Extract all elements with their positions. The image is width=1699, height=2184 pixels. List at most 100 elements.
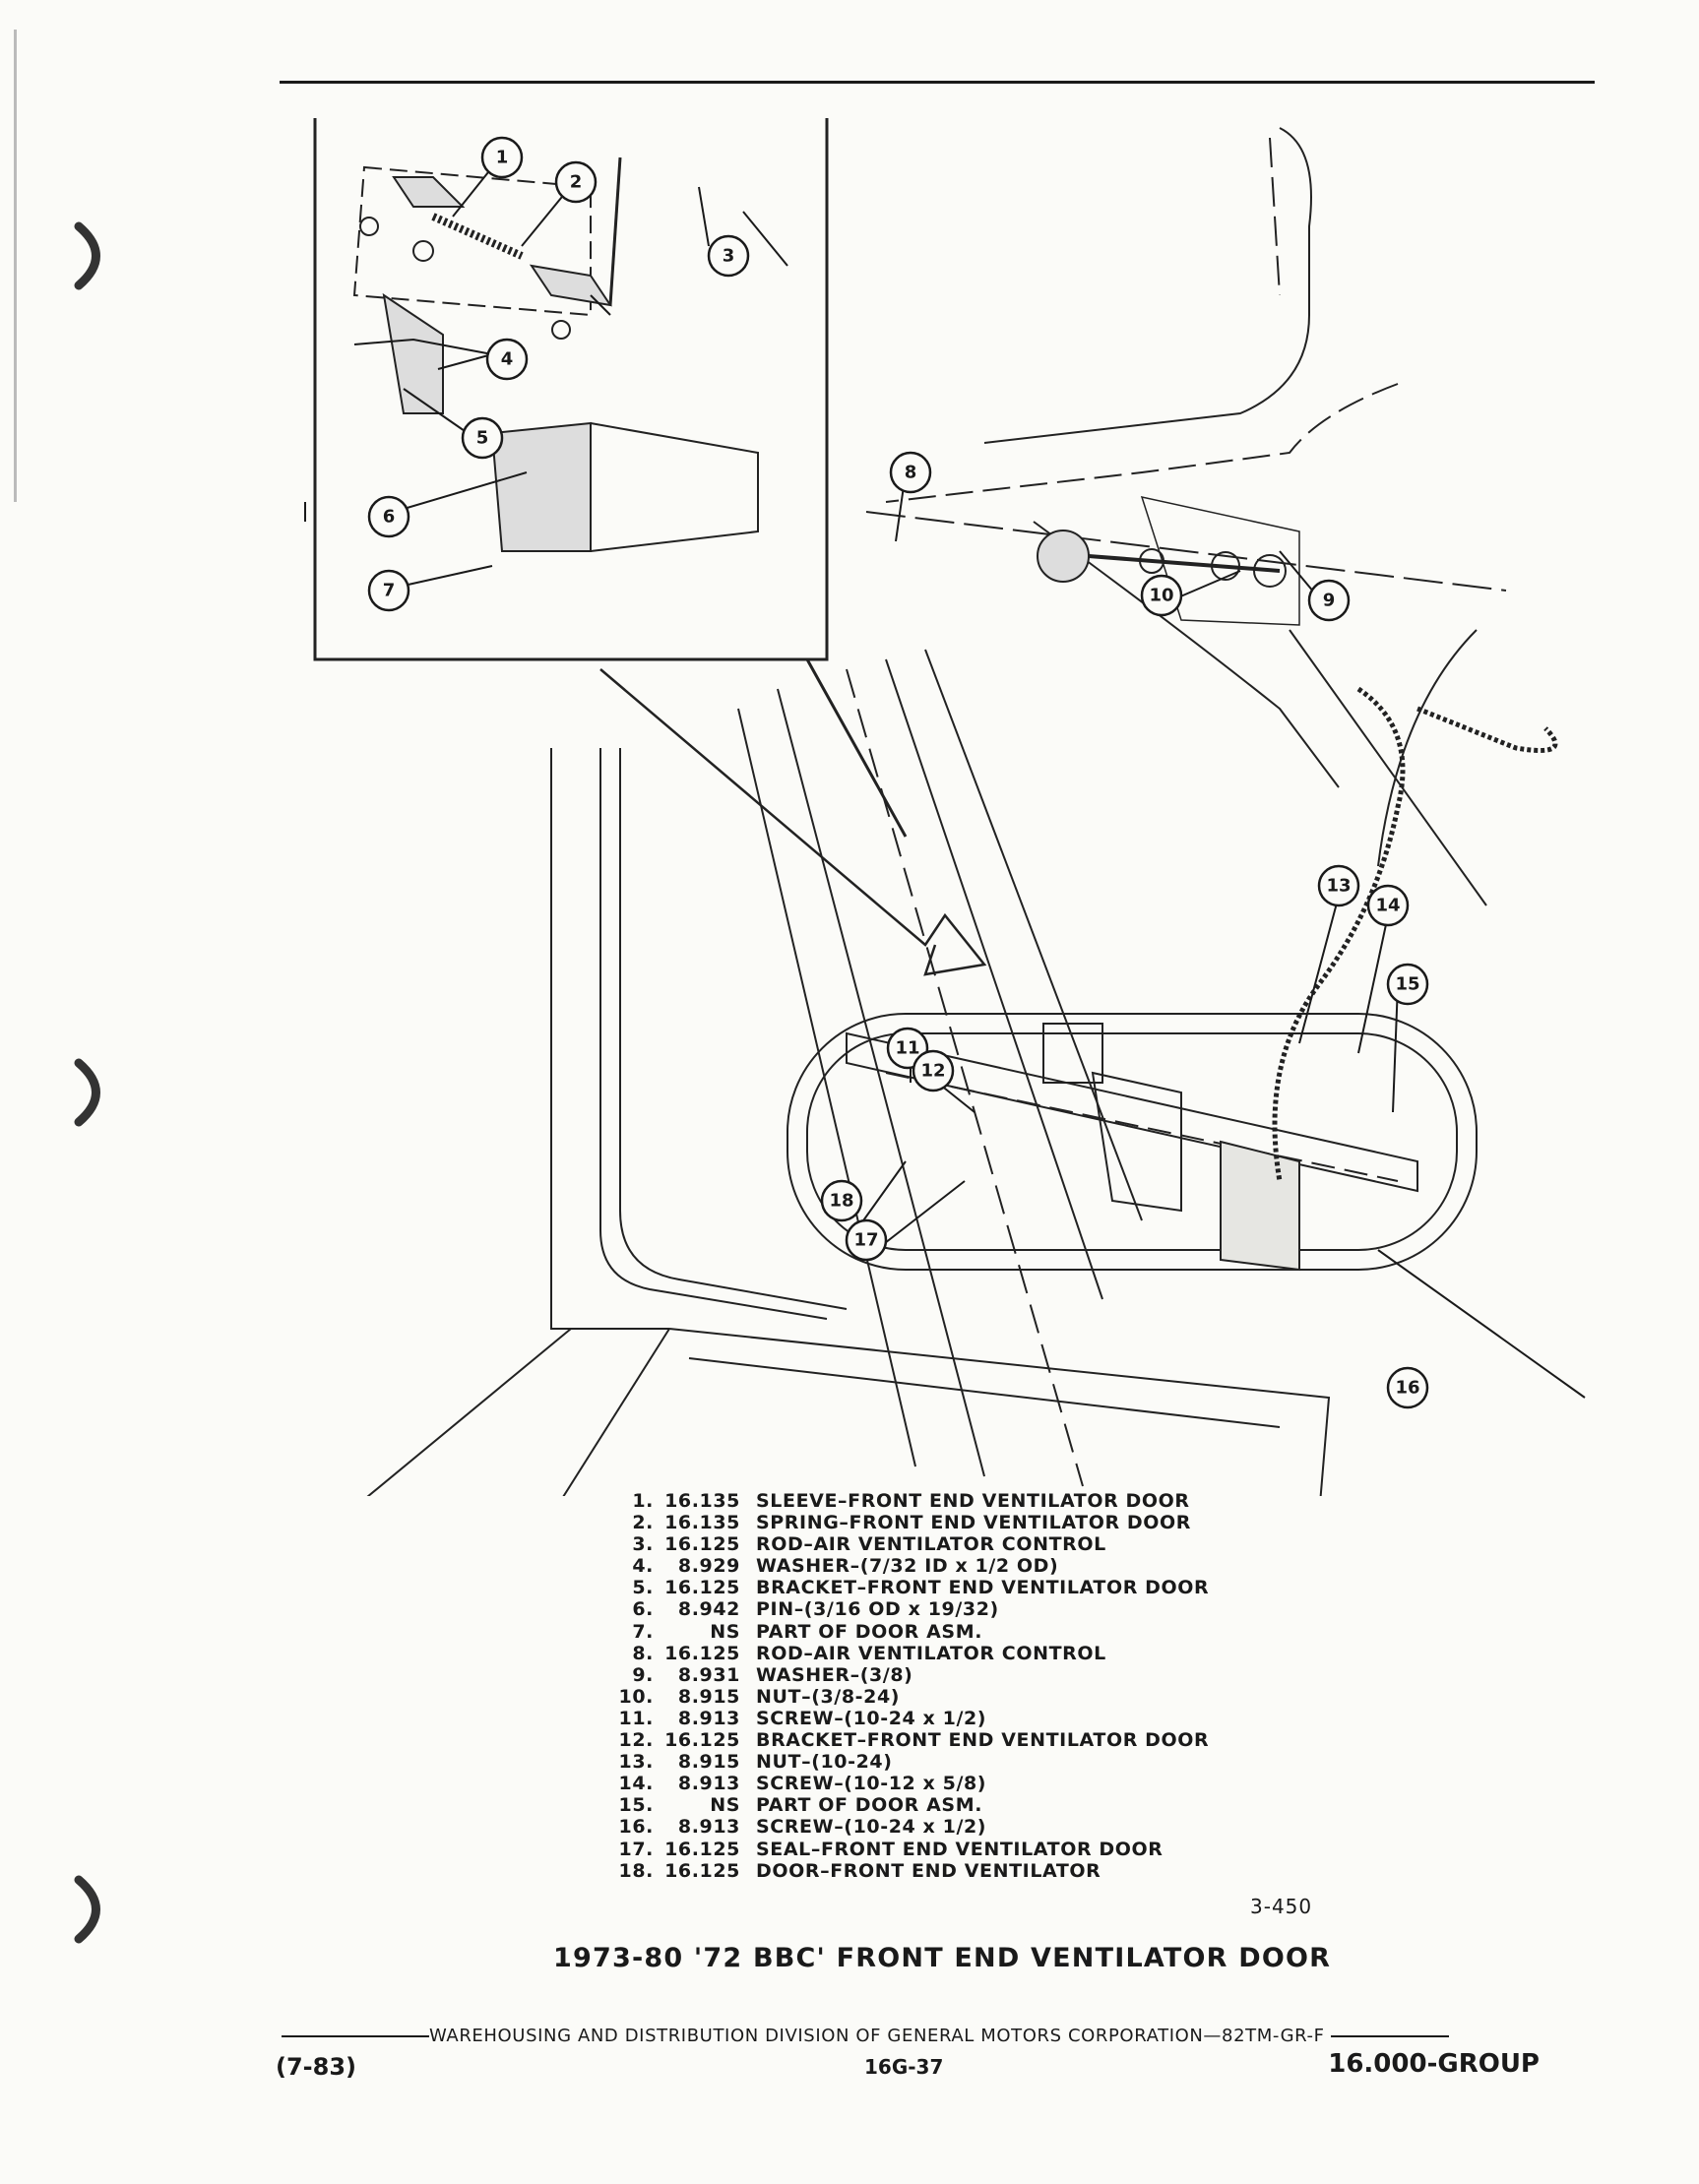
callout-4: 4 [485,338,529,381]
door-bracket [1091,1071,1182,1213]
legend-num: 9. [632,1663,654,1686]
legend-num: 4. [632,1555,654,1578]
control-cable [1272,686,1406,1182]
legend-desc: SCREW–(10-24 x 1/2) [756,1816,987,1839]
svg-text:7: 7 [383,581,396,601]
callout-16: 16 [1386,1366,1429,1409]
legend-code: 8.913 [677,1707,740,1729]
legend-code: 8.931 [677,1663,740,1686]
footer-division-line: WAREHOUSING AND DISTRIBUTION DIVISION OF… [282,2026,1449,2046]
legend-num: 11. [618,1707,654,1729]
callout-17: 17 [845,1218,888,1262]
footer-group: 16.000-GROUP [1328,2049,1540,2079]
legend-code: 8.929 [677,1555,740,1578]
svg-text:1: 1 [496,148,509,168]
top-rule [280,81,1595,84]
legend-desc: PIN–(3/16 OD x 19/32) [756,1598,999,1621]
svg-text:9: 9 [1323,591,1336,611]
legend-row: 9. 8.931 WASHER–(3/8) [612,1664,1209,1686]
legend-desc: SLEEVE–FRONT END VENTILATOR DOOR [756,1490,1190,1512]
svg-text:2: 2 [570,172,583,193]
callout-2: 2 [554,160,598,204]
binder-ring-bottom [74,1875,100,1944]
legend-row: 3. 16.125 ROD–AIR VENTILATOR CONTROL [612,1533,1209,1555]
legend-row: 14. 8.913 SCREW–(10-12 x 5/8) [612,1773,1209,1794]
legend-row: 1. 16.135 SLEEVE–FRONT END VENTILATOR DOOR [612,1490,1209,1512]
svg-text:14: 14 [1375,896,1400,916]
detail-arrow [599,668,987,976]
legend-num: 3. [632,1533,654,1556]
legend-code: NS [710,1794,740,1817]
svg-text:11: 11 [895,1038,919,1059]
footer-division-text: WAREHOUSING AND DISTRIBUTION DIVISION OF… [429,2026,1325,2046]
svg-text:16: 16 [1395,1378,1419,1399]
legend-num: 13. [618,1751,654,1774]
svg-text:10: 10 [1149,586,1173,606]
legend-code: 16.125 [664,1533,740,1556]
legend-desc: PART OF DOOR ASM. [756,1794,983,1817]
callout-8: 8 [889,451,932,494]
legend-code: 16.125 [664,1577,740,1599]
svg-text:4: 4 [501,349,514,370]
legend-num: 14. [618,1773,654,1795]
svg-text:5: 5 [476,428,489,449]
legend-row: 15. NS PART OF DOOR ASM. [612,1794,1209,1816]
binder-ring-middle [74,1058,100,1127]
legend-desc: SCREW–(10-24 x 1/2) [756,1707,987,1729]
legend-desc: WASHER–(3/8) [756,1663,913,1686]
legend-desc: ROD–AIR VENTILATOR CONTROL [756,1642,1106,1664]
legend-code: 8.913 [677,1773,740,1795]
footer-page-number: 16G-37 [864,2055,944,2079]
callout-6: 6 [367,495,410,538]
legend-num: 8. [632,1642,654,1664]
door-panel-outline [550,748,669,1330]
svg-text:8: 8 [905,463,917,483]
figure-title: 1973-80 '72 BBC' FRONT END VENTILATOR DO… [553,1943,1332,1973]
legend-num: 1. [632,1490,654,1512]
legend-desc: ROD–AIR VENTILATOR CONTROL [756,1533,1106,1556]
callout-3: 3 [707,234,750,278]
callout-13: 13 [1317,864,1360,907]
parts-legend: 1. 16.135 SLEEVE–FRONT END VENTILATOR DOOR… [612,1490,1209,1882]
svg-text:6: 6 [383,507,396,528]
callout-10: 10 [1140,574,1183,617]
footer-date: (7-83) [276,2053,356,2081]
callout-12: 12 [912,1049,955,1092]
callout-14: 14 [1366,884,1410,927]
figure-number: 3-450 [1250,1895,1313,1918]
legend-num: 10. [618,1685,654,1708]
legend-num: 12. [618,1729,654,1752]
svg-text:3: 3 [723,246,735,267]
legend-desc: SEAL–FRONT END VENTILATOR DOOR [756,1838,1164,1860]
legend-desc: BRACKET–FRONT END VENTILATOR DOOR [756,1729,1210,1752]
legend-num: 15. [618,1794,654,1817]
hinge-bar [846,1031,1418,1193]
legend-desc: SCREW–(10-12 x 5/8) [756,1773,987,1795]
legend-num: 16. [618,1816,654,1839]
binder-ring-top [74,221,100,290]
legend-code: 16.135 [664,1490,740,1512]
legend-row: 11. 8.913 SCREW–(10-24 x 1/2) [612,1708,1209,1729]
callout-9: 9 [1307,579,1351,622]
legend-num: 6. [632,1598,654,1621]
legend-code: 8.915 [677,1751,740,1774]
legend-code: 16.125 [664,1838,740,1860]
legend-row: 12. 16.125 BRACKET–FRONT END VENTILATOR DO… [612,1729,1209,1751]
legend-desc: WASHER–(7/32 ID x 1/2 OD) [756,1555,1059,1578]
legend-num: 2. [632,1512,654,1534]
legend-code: 16.125 [664,1729,740,1752]
svg-text:15: 15 [1395,974,1419,995]
legend-code: NS [710,1620,740,1643]
legend-code: 8.913 [677,1816,740,1839]
window-frame-outline [983,127,1312,444]
legend-num: 18. [618,1859,654,1882]
